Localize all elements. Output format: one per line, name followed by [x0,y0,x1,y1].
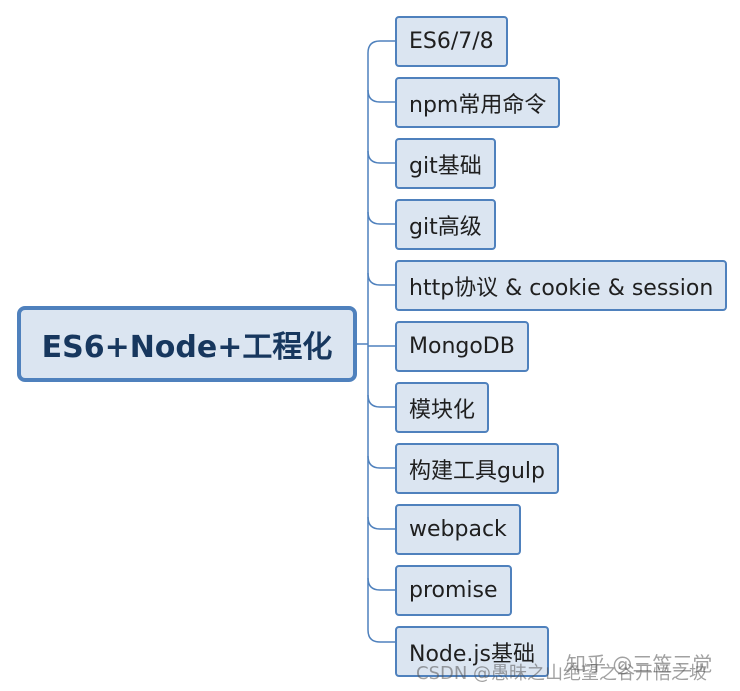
subtopic-nodejs-basics[interactable]: Node.js基础 [395,626,549,677]
subtopic-label: git基础 [409,153,482,179]
subtopic-label: promise [409,578,498,603]
subtopic-label: ES6/7/8 [409,29,494,54]
subtopic-gulp[interactable]: 构建工具gulp [395,443,559,494]
subtopic-label: 模块化 [409,397,476,423]
connector-branch [367,89,395,103]
connector-branch [367,516,395,530]
connector-branch [367,455,395,469]
subtopic-mongodb[interactable]: MongoDB [395,321,529,372]
connector-branch [367,272,395,286]
subtopic-git-advanced[interactable]: git高级 [395,199,496,250]
subtopic-npm-commands[interactable]: npm常用命令 [395,77,561,128]
connector-branch [367,394,395,408]
zhihu-watermark: 知乎 @三笠三觉 [566,652,713,676]
subtopic-label: npm常用命令 [409,92,547,118]
subtopic-label: git高级 [409,214,482,240]
subtopic-label: webpack [409,517,507,542]
subtopic-http-cookie-session[interactable]: http协议 & cookie & session [395,260,728,311]
subtopic-webpack[interactable]: webpack [395,504,521,555]
csdn-watermark: CSDN @愚昧之山绝望之谷开悟之坡 [416,663,708,684]
connector-branch [367,150,395,164]
connector-branch [367,577,395,591]
root-topic[interactable]: ES6+Node+工程化 [17,306,357,382]
subtopic-label: 构建工具gulp [409,458,545,484]
root-topic-label: ES6+Node+工程化 [41,330,333,365]
subtopic-label: MongoDB [409,334,515,359]
connector-spine [367,40,381,643]
subtopic-git-basics[interactable]: git基础 [395,138,496,189]
subtopic-label: http协议 & cookie & session [409,275,714,301]
connector-branch [367,211,395,225]
subtopic-label: Node.js基础 [409,641,535,667]
subtopic-es6[interactable]: ES6/7/8 [395,16,508,67]
subtopic-modularization[interactable]: 模块化 [395,382,490,433]
subtopic-promise[interactable]: promise [395,565,512,616]
